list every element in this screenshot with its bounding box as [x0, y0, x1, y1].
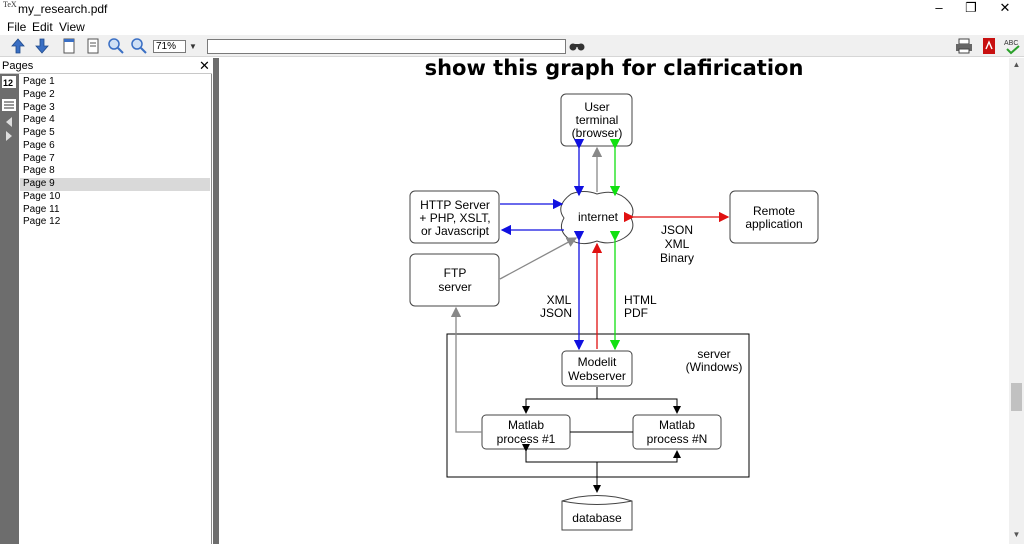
scroll-thumb[interactable] [1011, 383, 1022, 411]
remote-app-line-1: Remote [753, 204, 795, 218]
scroll-down-icon[interactable]: ▼ [1012, 530, 1021, 539]
arrow-left-icon[interactable] [4, 117, 14, 127]
label-xml: XML [665, 237, 690, 251]
title-bar: TeX my_research.pdf – ❐ ✕ [0, 0, 1024, 18]
page-list-item[interactable]: Page 3 [23, 101, 55, 113]
matlab1-line-2: process #1 [497, 432, 556, 446]
server-label-line-1: server [697, 347, 730, 361]
database-node: database [561, 495, 633, 531]
modelit-line-2: Webserver [568, 369, 626, 383]
page-list-item[interactable]: Page 6 [23, 139, 55, 151]
arrow-modelit-to-matlabN [597, 398, 681, 414]
page-icon-2[interactable] [84, 37, 102, 55]
page-list-item[interactable]: Page 8 [23, 165, 55, 177]
arrow-matlab-to-ftp [450, 306, 482, 433]
architecture-diagram: User terminal (browser) HTTP Server + PH… [409, 93, 819, 531]
internet-label: internet [578, 210, 619, 224]
search-input[interactable] [207, 39, 566, 54]
prev-page-icon[interactable] [9, 37, 27, 55]
user-terminal-line-2: terminal [576, 113, 619, 127]
http-server-node: HTTP Server + PHP, XSLT, or Javascript [409, 190, 500, 244]
window-title: my_research.pdf [18, 2, 108, 16]
page-list-item[interactable]: Page 9 [20, 178, 210, 191]
next-page-icon[interactable] [33, 37, 51, 55]
ftp-server-node: FTP server [409, 253, 500, 307]
label-json-2: JSON [540, 306, 572, 320]
page-list-item[interactable]: Page 11 [23, 203, 60, 215]
svg-text:12: 12 [3, 78, 13, 88]
matlab-process-n-node: Matlab process #N [632, 414, 722, 450]
spellcheck-icon[interactable]: ABC [1003, 37, 1021, 55]
zoom-out-icon[interactable] [130, 37, 148, 55]
matlab1-line-1: Matlab [508, 418, 544, 432]
page-list-item[interactable]: Page 4 [23, 114, 55, 126]
minimize-button[interactable]: – [935, 0, 943, 15]
chevron-down-icon[interactable]: ▼ [189, 42, 197, 51]
pdf-icon[interactable] [980, 37, 998, 55]
arrow-right-icon[interactable] [4, 131, 14, 141]
page-list-item[interactable]: Page 10 [23, 190, 61, 202]
user-terminal-line-3: (browser) [572, 126, 623, 140]
tex-app-icon: TeX [3, 0, 17, 9]
http-server-line-2: + PHP, XSLT, [419, 211, 490, 225]
database-label: database [572, 511, 622, 525]
menu-file[interactable]: File [7, 20, 27, 34]
internet-node: internet [560, 191, 634, 245]
maximize-button[interactable]: ❐ [965, 0, 977, 15]
document-heading: show this graph for clafirication [424, 56, 804, 80]
matlabN-line-1: Matlab [659, 418, 695, 432]
label-xml-2: XML [547, 293, 572, 307]
sidebar-close-button[interactable]: ✕ [199, 58, 210, 73]
page-list-item[interactable]: Page 12 [23, 216, 61, 228]
menu-view[interactable]: View [59, 20, 85, 34]
print-icon[interactable] [955, 37, 973, 55]
find-icon[interactable] [568, 37, 586, 55]
modelit-line-1: Modelit [578, 355, 617, 369]
sidebar-title: Pages [2, 60, 34, 72]
user-terminal-node: User terminal (browser) [560, 93, 633, 147]
vertical-scrollbar[interactable] [1009, 58, 1024, 544]
sidebar-tool-strip: 12 [0, 74, 19, 544]
matlab-process-1-node: Matlab process #1 [481, 414, 571, 450]
arrow-ftp-to-internet [499, 237, 578, 280]
sidebar-header: Pages ✕ [0, 58, 212, 74]
scroll-up-icon[interactable]: ▲ [1012, 60, 1021, 69]
matlabN-line-2: process #N [647, 432, 708, 446]
ftp-server-line-2: server [438, 280, 471, 294]
svg-text:ABC: ABC [1004, 40, 1018, 47]
label-html: HTML [624, 293, 657, 307]
bus-matlab-database [522, 444, 681, 463]
http-server-line-1: HTTP Server [420, 198, 490, 212]
label-pdf: PDF [624, 306, 648, 320]
server-label-line-2: (Windows) [686, 360, 743, 374]
page-numbers-icon[interactable]: 12 [2, 76, 16, 88]
menu-edit[interactable]: Edit [32, 20, 53, 34]
page-list-item[interactable]: Page 2 [23, 88, 55, 100]
label-json: JSON [661, 223, 693, 237]
zoom-select[interactable]: 71% [153, 40, 186, 53]
ftp-server-line-1: FTP [444, 266, 467, 280]
close-button[interactable]: ✕ [999, 0, 1011, 15]
http-server-line-3: or Javascript [421, 224, 490, 238]
arrow-modelit-to-matlab1 [522, 387, 598, 414]
page-list-item[interactable]: Page 5 [23, 127, 55, 138]
label-binary: Binary [660, 251, 694, 265]
user-terminal-line-1: User [584, 100, 609, 114]
server-container [446, 333, 750, 478]
modelit-webserver-node: Modelit Webserver [561, 350, 633, 387]
page-list-item[interactable]: Page 7 [23, 152, 55, 164]
menu-bar: File Edit View [0, 18, 1024, 35]
zoom-in-icon[interactable] [107, 37, 125, 55]
page-list-item[interactable]: Page 1 [23, 76, 55, 87]
page-icon[interactable] [60, 37, 78, 55]
remote-application-node: Remote application [729, 190, 819, 244]
document-border [213, 58, 219, 544]
remote-app-line-2: application [745, 217, 802, 231]
list-icon[interactable] [2, 99, 16, 111]
